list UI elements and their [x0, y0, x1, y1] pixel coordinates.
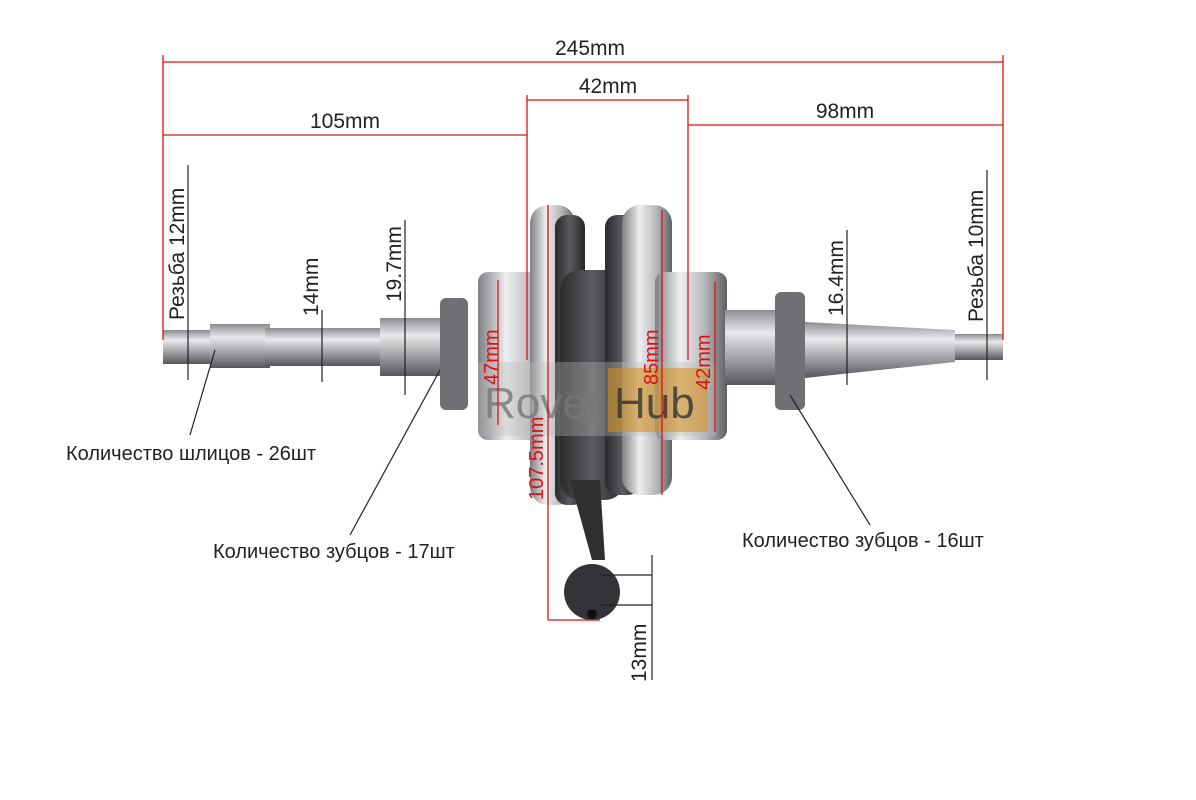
right-thread — [955, 334, 1003, 360]
splines-note: Количество шлицов - 26шт — [66, 443, 316, 465]
right-bearing-dia-label: 42mm — [693, 334, 715, 390]
left-gear-shaft — [380, 318, 445, 376]
red-dimension-lines — [162, 55, 1004, 621]
left-gear — [440, 298, 468, 410]
left-bearing-dia-label: 47mm — [481, 329, 503, 385]
right-taper — [805, 322, 955, 378]
left-thread-label: Резьба 12mm — [166, 188, 189, 320]
connecting-rod — [570, 480, 605, 560]
right-length-label: 98mm — [816, 100, 874, 123]
right-gear — [775, 292, 805, 410]
right-gear-teeth-note: Количество зубцов - 16шт — [742, 530, 984, 552]
right-collar — [725, 310, 780, 385]
left-gear-shaft-dia-label: 19.7mm — [383, 226, 406, 302]
black-dimension-lines — [187, 165, 988, 680]
left-length-label: 105mm — [310, 110, 380, 133]
web-dia-label: 107.5mm — [526, 417, 548, 500]
conrod-hole — [587, 609, 597, 619]
left-splines — [210, 324, 270, 368]
total-length-label: 245mm — [555, 37, 625, 60]
watermark-rover: Rover — [484, 379, 601, 428]
left-shaft — [265, 328, 385, 366]
right-shaft-dia-label: 16.4mm — [825, 240, 848, 316]
watermark: Rover Hub — [478, 362, 716, 436]
watermark-hub: Hub — [614, 379, 695, 428]
left-shaft-dia-label: 14mm — [300, 258, 323, 316]
conrod-small-end — [564, 564, 620, 620]
left-gear-teeth-note: Количество зубцов - 17шт — [213, 541, 455, 563]
right-web-dia-label: 85mm — [641, 329, 663, 385]
right-thread-label: Резьба 10mm — [965, 190, 988, 322]
conrod-eye-label: 13mm — [628, 624, 651, 682]
center-width-label: 42mm — [579, 75, 637, 98]
